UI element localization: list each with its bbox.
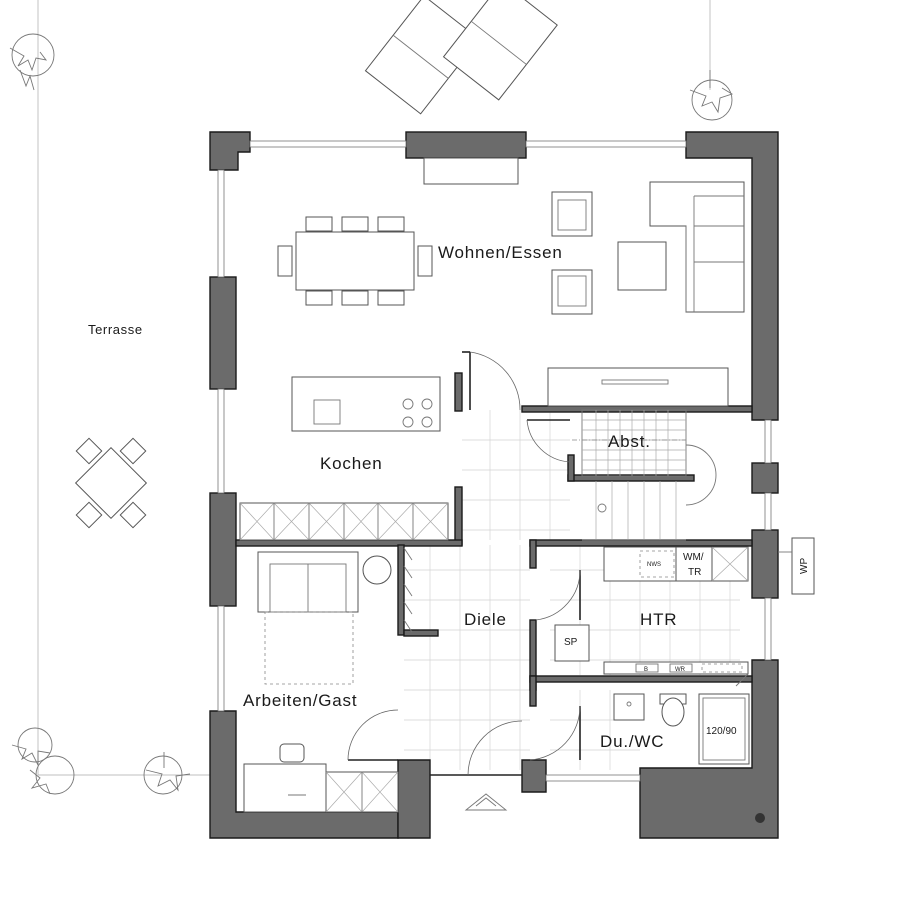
label-wmtr-1: WM/ xyxy=(683,552,704,563)
bathroom-fixtures xyxy=(613,673,750,765)
label-nws: NWS xyxy=(647,562,661,568)
label-wp: WP xyxy=(799,558,810,574)
plant-top-left-icon xyxy=(9,33,55,91)
kitchen-island-icon xyxy=(291,376,441,432)
lounger-right-icon xyxy=(442,0,558,101)
label-b: B xyxy=(644,667,648,673)
terrace-table-icon xyxy=(74,437,148,529)
doors xyxy=(347,351,581,811)
plant-bottom-left-icon xyxy=(11,727,75,795)
plant-bottom-mid-icon xyxy=(143,752,191,795)
round-table-icon xyxy=(362,555,392,585)
sofa-bed-icon xyxy=(257,551,359,685)
room-label-wohnen: Wohnen/Essen xyxy=(438,243,563,262)
coat-rack-icon xyxy=(403,547,413,633)
desk-icon xyxy=(243,743,327,813)
label-wmtr-2: TR xyxy=(688,567,701,578)
area-label-terrasse: Terrasse xyxy=(88,322,143,337)
label-wr: WR xyxy=(675,667,686,673)
wardrobe-icon xyxy=(325,771,399,813)
label-sp: SP xyxy=(564,637,578,648)
label-shower: 120/90 xyxy=(706,726,737,737)
tile-grid xyxy=(404,410,740,770)
room-label-arbeiten: Arbeiten/Gast xyxy=(243,691,357,710)
plant-top-right-icon xyxy=(689,70,734,121)
windows xyxy=(217,140,772,782)
sofa-icon xyxy=(649,181,745,313)
armchair-bottom-icon xyxy=(551,269,593,315)
sideboard-icon xyxy=(547,367,729,407)
room-label-abst: Abst. xyxy=(608,432,651,451)
room-label-diele: Diele xyxy=(464,610,507,629)
stairs xyxy=(572,409,717,541)
armchair-top-icon xyxy=(551,191,593,237)
coffee-table-icon xyxy=(617,241,667,291)
lounger-left-icon xyxy=(364,0,480,115)
room-label-duwc: Du./WC xyxy=(600,732,664,751)
room-label-kochen: Kochen xyxy=(320,454,382,473)
htr-fixtures xyxy=(554,546,749,675)
heat-pump-icon xyxy=(778,537,815,595)
dining-set-icon xyxy=(277,216,433,306)
kitchen-cabinets-icon xyxy=(239,502,449,541)
room-label-htr: HTR xyxy=(640,610,677,629)
downpipe-icon xyxy=(755,813,765,823)
